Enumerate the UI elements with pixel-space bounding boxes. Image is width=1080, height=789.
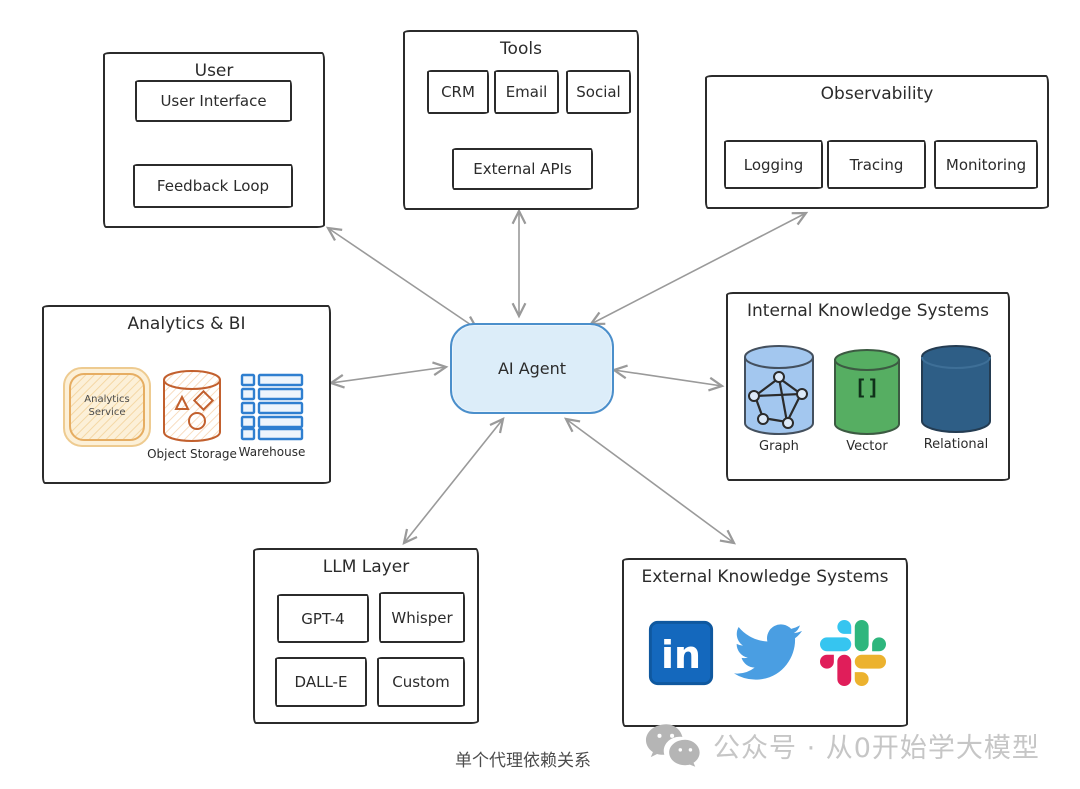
node-external-apis: External APIs	[452, 148, 593, 190]
analytics-service-label: Analytics Service	[84, 394, 130, 418]
node-crm: CRM	[427, 70, 489, 114]
group-external-knowledge-title: External Knowledge Systems	[641, 567, 889, 587]
group-internal-knowledge: Internal Knowledge Systems	[726, 292, 1010, 481]
svg-text:in: in	[661, 633, 701, 677]
group-internal-knowledge-title: Internal Knowledge Systems	[746, 301, 990, 321]
graph-db-label: Graph	[759, 439, 799, 454]
watermark-text: 公众号 · 从0开始学大模型	[713, 733, 1040, 764]
graph-db-item: Graph	[736, 344, 822, 454]
relational-db-icon	[921, 344, 991, 434]
twitter-icon	[734, 624, 802, 680]
node-monitoring: Monitoring	[934, 140, 1038, 189]
diagram-caption: 单个代理依赖关系	[455, 751, 591, 771]
group-user: User User Interface Feedback Loop	[103, 52, 325, 228]
node-user-interface: User Interface	[135, 80, 292, 122]
object-storage-label: Object Storage	[147, 447, 237, 461]
node-feedback-loop: Feedback Loop	[133, 164, 293, 208]
group-llm-layer-title: LLM Layer	[322, 557, 410, 577]
watermark: 公众号 · 从0开始学大模型	[645, 722, 1040, 769]
graph-db-icon	[741, 344, 817, 436]
object-storage-icon	[163, 369, 221, 443]
node-email: Email	[494, 70, 559, 114]
node-tracing: Tracing	[827, 140, 926, 189]
group-llm-layer: LLM Layer GPT-4 Whisper DALL-E Custom	[253, 548, 479, 724]
ai-agent-node: AI Agent	[450, 323, 614, 414]
node-gpt4: GPT-4	[277, 594, 369, 643]
linkedin-icon: in	[648, 620, 714, 686]
group-analytics-bi: Analytics & BI Analytics Service	[42, 305, 331, 484]
vector-db-label: Vector	[846, 439, 888, 454]
node-whisper: Whisper	[379, 592, 465, 643]
warehouse-label: Warehouse	[238, 445, 306, 459]
warehouse-icon	[240, 373, 304, 441]
wechat-icon	[645, 724, 700, 767]
node-social: Social	[566, 70, 631, 114]
group-tools: Tools CRM Email Social External APIs	[403, 30, 639, 210]
node-dalle: DALL-E	[275, 657, 367, 707]
analytics-service-item: Analytics Service	[60, 365, 154, 449]
group-user-title: User	[194, 61, 234, 81]
analytics-service-icon: Analytics Service	[61, 365, 153, 449]
vector-db-icon: []	[831, 348, 903, 436]
relational-db-item: Relational	[912, 344, 1000, 452]
slack-icon	[820, 620, 886, 686]
warehouse-item: Warehouse	[236, 373, 308, 459]
node-logging: Logging	[724, 140, 823, 189]
group-observability-title: Observability	[820, 84, 934, 104]
vector-db-item: [] Vector	[826, 348, 908, 454]
relational-db-label: Relational	[923, 437, 989, 452]
group-analytics-bi-title: Analytics & BI	[127, 314, 246, 334]
group-external-knowledge: External Knowledge Systems in	[622, 558, 908, 727]
object-storage-item: Object Storage	[147, 369, 237, 461]
node-custom: Custom	[377, 657, 465, 707]
group-tools-title: Tools	[500, 39, 542, 59]
group-observability: Observability Logging Tracing Monitoring	[705, 75, 1049, 209]
vector-brackets-glyph: []	[854, 376, 880, 401]
